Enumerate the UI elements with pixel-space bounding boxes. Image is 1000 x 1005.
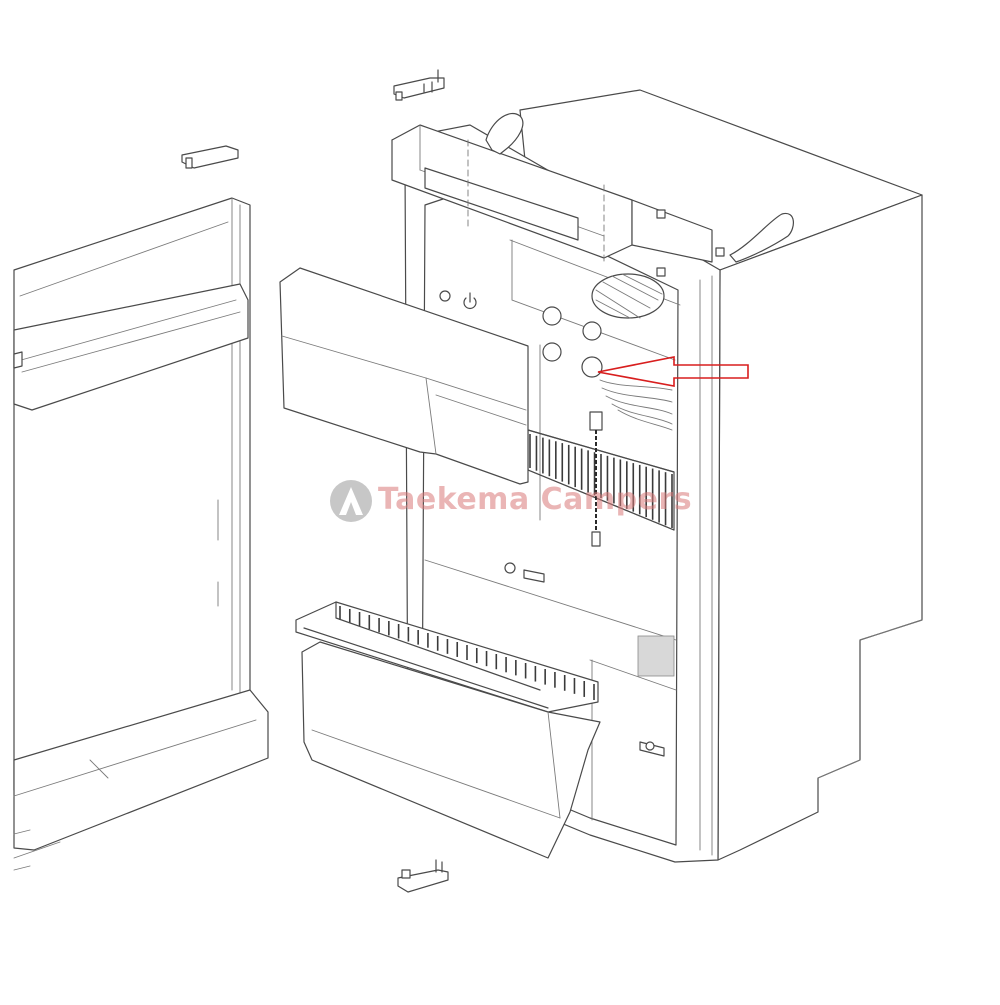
evaporator-fins xyxy=(599,379,673,431)
power-knob xyxy=(439,290,451,302)
crisper-drawer xyxy=(295,601,601,859)
evaporator-fan xyxy=(591,273,665,319)
lower-clip xyxy=(523,569,545,583)
rear-wall-circle-3 xyxy=(542,342,562,362)
label-plate xyxy=(637,635,675,677)
fridge-door xyxy=(13,145,269,871)
thermostat-knob xyxy=(581,356,603,378)
red-arrow-pointer xyxy=(597,356,749,387)
drain-plug xyxy=(504,562,516,574)
bottom-hinge-part xyxy=(397,859,449,893)
top-strap-right xyxy=(729,212,794,263)
rear-wall-circle-1 xyxy=(542,306,562,326)
crisper-bin xyxy=(301,641,601,859)
door-top-hinge xyxy=(181,145,239,169)
rear-wall-circle-2 xyxy=(582,321,602,341)
top-strap-left xyxy=(485,112,524,155)
cabinet-right-side xyxy=(717,194,923,861)
control-panel-window xyxy=(424,167,579,241)
freezer-flap-door xyxy=(279,267,529,485)
door-lower-bin xyxy=(13,689,269,851)
temperature-sensor-probe xyxy=(589,411,603,547)
door-upper-bin xyxy=(13,283,249,411)
top-hinge-part xyxy=(393,69,445,101)
power-symbol-icon xyxy=(463,292,477,309)
